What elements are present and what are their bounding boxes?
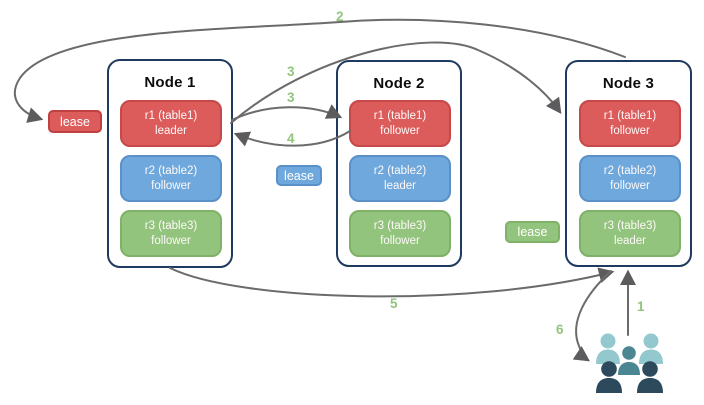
node1-replica-r2: r2 (table2) follower — [120, 155, 222, 202]
step-label-4: 4 — [287, 131, 295, 146]
replica-role: leader — [384, 179, 416, 192]
node-title: Node 1 — [144, 74, 196, 91]
arrow-step-5 — [169, 267, 615, 298]
node-title: Node 3 — [602, 75, 655, 92]
replica-label: r3 (table3) — [603, 219, 657, 232]
replica-label: r2 (table2) — [144, 164, 198, 177]
replica-role: follower — [610, 124, 650, 137]
step-label-2: 2 — [336, 9, 344, 24]
replica-label: r2 (table2) — [373, 164, 427, 177]
step-label-3b: 3 — [287, 90, 295, 105]
node2-replica-r1: r1 (table1) follower — [349, 100, 451, 147]
lease-badge-red: lease — [48, 110, 102, 133]
replica-role: leader — [155, 124, 187, 137]
node1-replica-r3: r3 (table3) follower — [120, 210, 222, 257]
replica-label: r1 (table1) — [603, 109, 657, 122]
replica-label: r1 (table1) — [373, 109, 427, 122]
lease-badge-green: lease — [505, 221, 560, 243]
replica-label: r1 (table1) — [144, 109, 198, 122]
step-label-3a: 3 — [287, 64, 295, 79]
replica-role: follower — [151, 234, 191, 247]
replica-role: follower — [380, 124, 420, 137]
users-icon — [596, 333, 663, 393]
node3-replica-r1: r1 (table1) follower — [579, 100, 681, 147]
node1-replica-r1: r1 (table1) leader — [120, 100, 222, 147]
replica-role: follower — [380, 234, 420, 247]
node2-replica-r3: r3 (table3) follower — [349, 210, 451, 257]
lease-badge-blue: lease — [276, 165, 322, 186]
node-3-card: Node 3 r1 (table1) follower r2 (table2) … — [565, 60, 692, 267]
step-label-1: 1 — [637, 299, 645, 314]
step-label-6: 6 — [556, 322, 564, 337]
node2-replica-r2: r2 (table2) leader — [349, 155, 451, 202]
replica-label: r3 (table3) — [373, 219, 427, 232]
replica-label: r2 (table2) — [603, 164, 657, 177]
replica-role: follower — [610, 179, 650, 192]
node3-replica-r3: r3 (table3) leader — [579, 210, 681, 257]
replica-label: r3 (table3) — [144, 219, 198, 232]
node-title: Node 2 — [373, 75, 425, 92]
replica-role: follower — [151, 179, 191, 192]
arrow-step-6 — [572, 270, 612, 362]
node-2-card: Node 2 r1 (table1) follower r2 (table2) … — [336, 60, 462, 267]
step-label-5: 5 — [390, 296, 398, 311]
arrow-step-3b — [231, 104, 343, 121]
node-1-card: Node 1 r1 (table1) leader r2 (table2) fo… — [107, 59, 233, 268]
replica-role: leader — [614, 234, 646, 247]
node3-replica-r2: r2 (table2) follower — [579, 155, 681, 202]
